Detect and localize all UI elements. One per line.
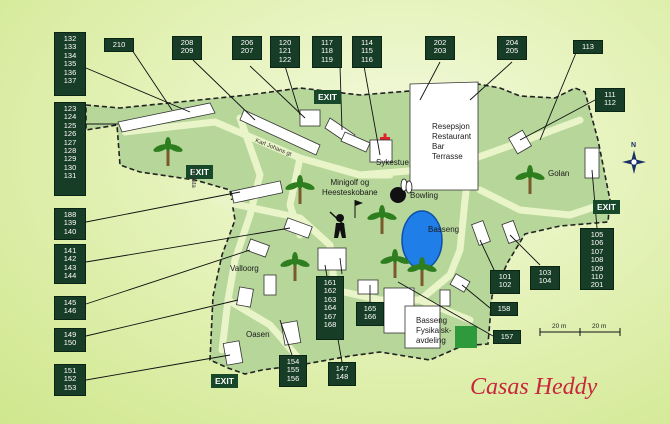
buildings: [117, 102, 600, 366]
label-206-207: 206 207: [232, 36, 262, 60]
physio-green: [455, 326, 477, 348]
bowling-icon: [390, 178, 413, 203]
place-valloorg: Valloorg: [230, 264, 259, 273]
scale-label-b: 20 m: [592, 323, 607, 330]
label-105-201: 105 106 107 108 109 110 201: [580, 228, 614, 290]
exit-sign-west: EXIT: [186, 165, 213, 179]
place-oasen: Oasen: [246, 330, 270, 339]
exit-sign-east: EXIT: [593, 200, 620, 214]
red-cross-icon: [380, 133, 390, 144]
label-145-146: 145 146: [54, 296, 86, 320]
place-golan: Golan: [548, 169, 570, 178]
brand-logo: Casas Heddy: [470, 374, 598, 400]
label-158: 158: [490, 302, 518, 316]
scale-label-a: 20 m: [552, 323, 567, 330]
place-physio: Basseng Fysikalsk- avdeling: [416, 316, 452, 345]
palm-tree-icons: [153, 137, 545, 286]
exit-sign-south: EXIT: [211, 374, 238, 388]
label-147-148: 147 148: [328, 362, 356, 386]
label-120-122: 120 121 122: [270, 36, 300, 68]
label-114-116: 114 115 116: [352, 36, 382, 68]
label-113: 113: [573, 40, 603, 54]
place-minigolf: Minigolf og Heesteskobane: [322, 178, 378, 197]
label-132-137: 132 133 134 135 136 137: [54, 32, 86, 96]
label-208-209: 208 209: [172, 36, 202, 60]
golfer-icon: [329, 211, 346, 238]
exit-sign-north: EXIT: [314, 90, 341, 104]
label-154-156: 154 155 156: [279, 355, 307, 387]
label-165-166: 165 166: [356, 302, 384, 326]
street-storgata: Storgata: [190, 165, 196, 188]
label-149-150: 149 150: [54, 328, 86, 352]
reception-building: [409, 81, 479, 191]
label-210: 210: [104, 38, 134, 52]
label-103-104: 103 104: [530, 266, 560, 290]
flag-icon: [354, 200, 363, 218]
place-bowling: Bowling: [410, 191, 439, 200]
label-141-144: 141 142 143 144: [54, 244, 86, 284]
compass-label: N: [631, 142, 637, 149]
label-111-112: 111 112: [595, 88, 625, 112]
place-pool: Basseng: [428, 225, 460, 234]
scale-bar: [539, 328, 621, 336]
label-117-119: 117 118 119: [312, 36, 342, 68]
label-204-205: 204 205: [497, 36, 527, 60]
label-161-168: 161 162 163 164 167 168: [316, 276, 344, 340]
label-151-153: 151 152 153: [54, 364, 86, 396]
label-202-203: 202 203: [425, 36, 455, 60]
label-157: 157: [493, 330, 521, 344]
place-reception: Resepsjon Restaurant Bar Terrasse: [432, 122, 472, 161]
label-188-140: 188 139 140: [54, 208, 86, 240]
label-123-131: 123 124 125 126 127 128 129 130 131: [54, 102, 86, 196]
place-sick-bay: Sykestue: [376, 158, 409, 167]
compass-icon: [622, 150, 646, 174]
label-101-102: 101 102: [490, 270, 520, 294]
